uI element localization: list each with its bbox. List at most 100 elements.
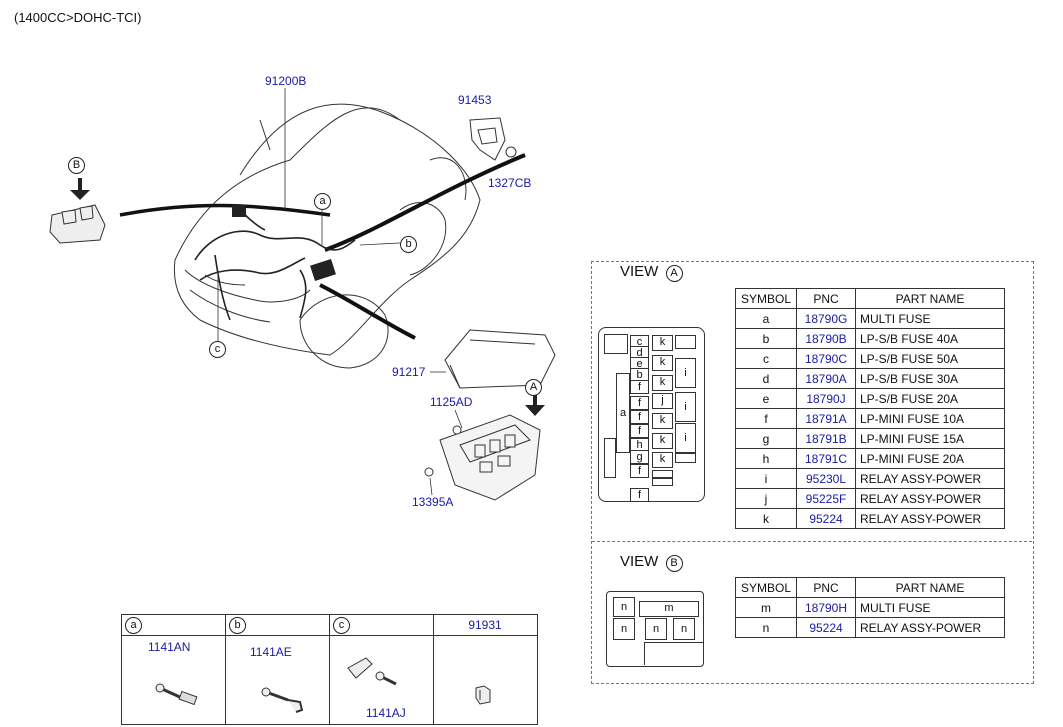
row-symbol: a — [735, 308, 797, 329]
part-label-13395a[interactable]: 13395A — [412, 495, 454, 509]
fuse-grid-block — [604, 334, 628, 354]
row-pnc[interactable]: 18790A — [796, 368, 856, 389]
relay-slot-i[interactable]: i — [675, 423, 696, 453]
fastener-row: 1141AN 1141AE — [121, 635, 538, 725]
row-pnc[interactable]: 95225F — [796, 488, 856, 509]
part-label-91200b[interactable]: 91200B — [265, 74, 307, 88]
row-pnc[interactable]: 18790B — [796, 328, 856, 349]
part-label-1125ad[interactable]: 1125AD — [430, 395, 473, 409]
view-b-title: VIEW B — [620, 553, 683, 572]
col-pnc: PNC — [796, 577, 856, 598]
fuse-slot-h[interactable]: h — [630, 438, 649, 452]
row-symbol: m — [735, 597, 797, 618]
row-part-name: MULTI FUSE — [855, 308, 1005, 329]
row-pnc[interactable]: 18791A — [796, 408, 856, 429]
relay-blank-slot — [675, 453, 696, 463]
fastener-col-c-marker: c — [333, 616, 350, 634]
row-part-name: LP-S/B FUSE 30A — [855, 368, 1005, 389]
callout-c: c — [209, 341, 226, 358]
fastener-cell-91931 — [433, 635, 538, 725]
row-symbol: f — [735, 408, 797, 429]
relay-slot-n[interactable]: n — [613, 618, 635, 640]
row-part-name: LP-MINI FUSE 20A — [855, 448, 1005, 469]
row-pnc[interactable]: 18790G — [796, 308, 856, 329]
col-symbol: SYMBOL — [735, 577, 797, 598]
row-pnc[interactable]: 18791C — [796, 448, 856, 469]
fastener-cell-b: 1141AE — [225, 635, 330, 725]
relay-slot-k[interactable]: k — [652, 335, 673, 351]
row-pnc[interactable]: 95224 — [796, 508, 856, 529]
row-pnc[interactable]: 95224 — [796, 617, 856, 638]
relay-slot-i[interactable]: i — [675, 358, 696, 388]
part-label-1141ae[interactable]: 1141AE — [250, 645, 292, 659]
fuse-slot-b[interactable]: b — [630, 368, 649, 382]
clip-bolt-icon — [261, 687, 304, 713]
col-symbol: SYMBOL — [735, 288, 797, 309]
callout-b: b — [400, 236, 417, 253]
part-label-91217[interactable]: 91217 — [392, 365, 426, 379]
view-b-marker: B — [68, 157, 85, 174]
relay-slot-k[interactable]: k — [652, 413, 673, 429]
fuse-slot-f[interactable]: f — [630, 380, 649, 394]
row-pnc[interactable]: 18790H — [796, 597, 856, 618]
relay-slot-k[interactable]: k — [652, 433, 673, 449]
part-label-1327cb[interactable]: 1327CB — [488, 176, 532, 190]
fastener-col-c: c — [329, 614, 434, 636]
row-pnc[interactable]: 18790J — [796, 388, 856, 409]
row-part-name: LP-MINI FUSE 10A — [855, 408, 1005, 429]
fuse-slot-f[interactable]: f — [630, 424, 649, 438]
fuse-slot-f[interactable]: f — [630, 464, 649, 478]
relay-slot-k[interactable]: k — [652, 355, 673, 371]
fuse-slot-f[interactable]: f — [630, 410, 649, 424]
row-part-name: MULTI FUSE — [855, 597, 1005, 618]
relay-slot-k[interactable]: k — [652, 452, 673, 468]
row-symbol: n — [735, 617, 797, 638]
fuse-slot-m[interactable]: m — [639, 601, 699, 617]
row-pnc[interactable]: 18791B — [796, 428, 856, 449]
part-label-1141an[interactable]: 1141AN — [148, 640, 191, 654]
view-b-title-marker: B — [665, 555, 683, 572]
fuse-slot-g[interactable]: g — [630, 450, 649, 464]
part-label-1141aj[interactable]: 1141AJ — [366, 706, 406, 720]
fuse-slot-a[interactable]: a — [616, 373, 630, 453]
fastener-cell-a: 1141AN — [121, 635, 226, 725]
row-part-name: LP-S/B FUSE 40A — [855, 328, 1005, 349]
col-pnc: PNC — [796, 288, 856, 309]
row-symbol: j — [735, 488, 797, 509]
bracket-icon — [475, 685, 491, 705]
relay-slot-k[interactable]: k — [652, 375, 673, 391]
view-a-title-marker: A — [665, 265, 683, 282]
callout-a: a — [314, 193, 331, 210]
fuse-slot-f[interactable]: f — [630, 488, 649, 502]
relay-slot-n[interactable]: n — [673, 618, 695, 640]
row-pnc[interactable]: 18790C — [796, 348, 856, 369]
view-a-marker: A — [525, 379, 542, 396]
part-label-91453[interactable]: 91453 — [458, 93, 492, 107]
relay-slot-n[interactable]: n — [645, 618, 667, 640]
relay-slot-i[interactable]: i — [675, 392, 696, 422]
row-symbol: d — [735, 368, 797, 389]
col-part-name: PART NAME — [855, 577, 1005, 598]
fuse-slot-f[interactable]: f — [630, 396, 649, 410]
relay-box-compartment — [644, 642, 703, 665]
row-pnc[interactable]: 95230L — [796, 468, 856, 489]
fastener-col-b: b — [225, 614, 330, 636]
relay-slot-j[interactable]: j — [652, 393, 673, 409]
relay-slot-n[interactable]: n — [613, 597, 635, 617]
row-part-name: RELAY ASSY-POWER — [855, 508, 1005, 529]
relay-blank-slot — [675, 335, 696, 349]
